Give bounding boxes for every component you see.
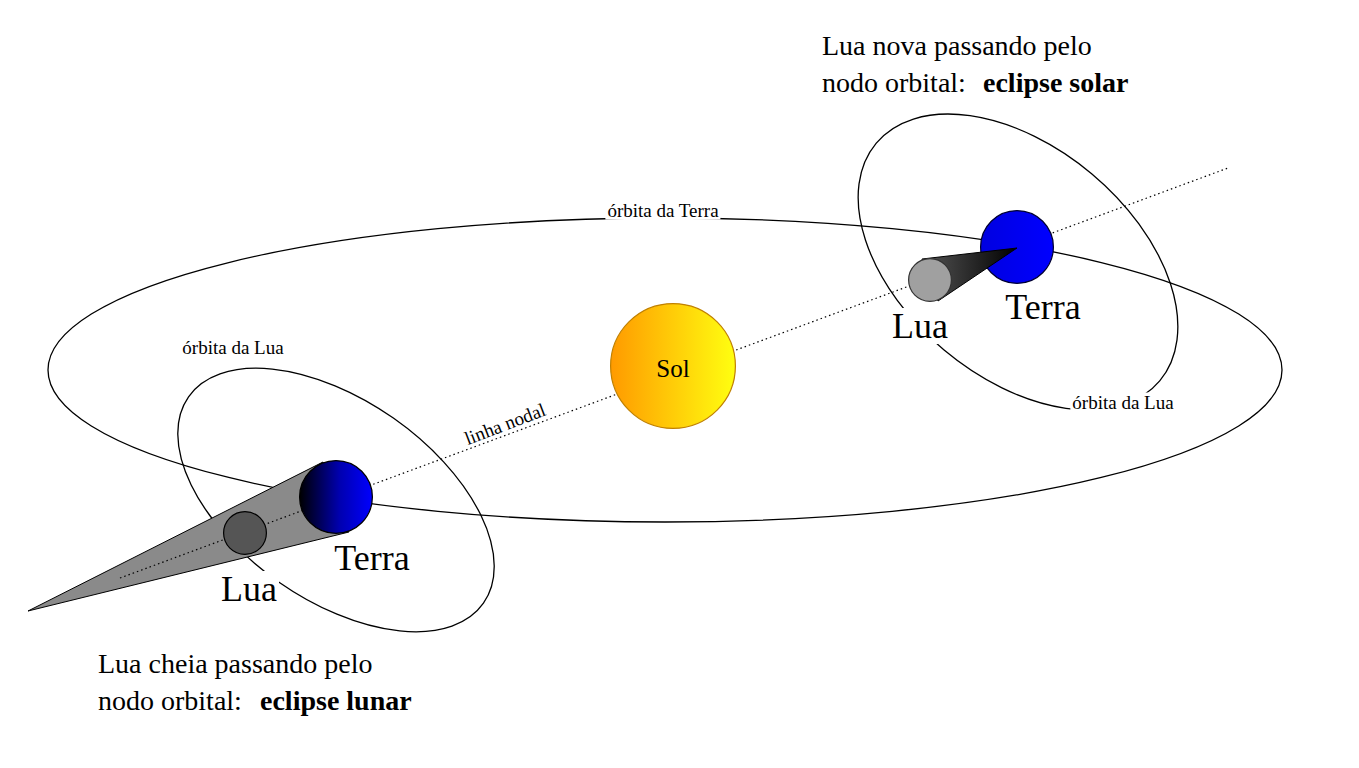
earth-circle: Terra (980, 210, 1054, 284)
body-label: Terra (332, 540, 411, 576)
orbit-label: órbita da Lua (180, 338, 285, 357)
nodal-line (120, 168, 1228, 578)
moon-circle: Lua (223, 511, 267, 555)
nodal-line-label: linha nodal (460, 399, 550, 449)
umbra-cone (28, 462, 349, 611)
orbit-label: órbita da Terra (605, 201, 720, 220)
moon-circle-outline (223, 511, 267, 555)
body-label: Terra (1003, 289, 1082, 325)
sun-circle (611, 304, 736, 429)
moon-orbit (802, 55, 1233, 469)
orbit-label: órbita da Lua (1070, 393, 1175, 412)
earth-circle: Terra (299, 460, 373, 534)
moon-circle (224, 512, 267, 555)
earth-circle-outline (980, 210, 1054, 284)
caption-text: eclipse lunar (260, 682, 412, 719)
earth-circle (981, 211, 1054, 284)
body-label: Sol (656, 356, 689, 381)
moon-circle: Lua (908, 258, 952, 302)
earth-circle-outline (299, 460, 373, 534)
moon-circle (909, 259, 952, 302)
moon-circle-outline (908, 258, 952, 302)
body-label: Lua (890, 308, 950, 344)
sun-circle: Sol (610, 303, 736, 429)
body-label: Lua (219, 571, 279, 607)
moon-orbit (131, 315, 541, 685)
earth-circle (300, 461, 373, 534)
caption-text: eclipse solar (983, 64, 1128, 101)
